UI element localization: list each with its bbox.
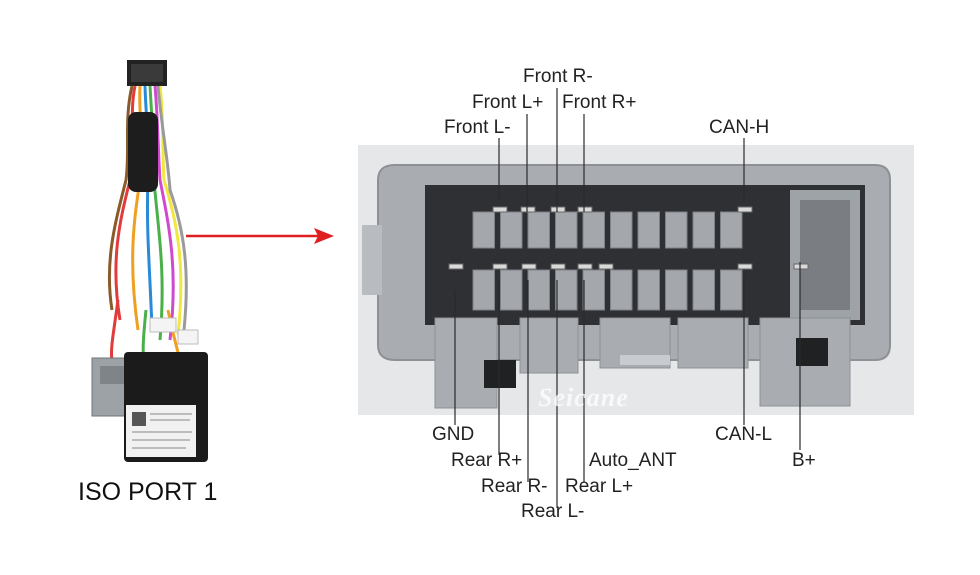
terminal-slot — [527, 269, 550, 311]
pin — [793, 263, 809, 270]
pin — [521, 263, 537, 270]
terminal-slot — [720, 211, 743, 249]
terminal-slot — [500, 211, 523, 249]
pin — [448, 263, 464, 270]
label-front-r-minus: Front R- — [523, 66, 593, 87]
iso-harness-image — [91, 60, 208, 462]
label-gnd: GND — [432, 424, 475, 445]
terminal-slot — [637, 211, 660, 249]
pointer-arrow — [186, 228, 334, 244]
terminal-slot — [610, 269, 633, 311]
label-auto-ant: Auto_ANT — [589, 450, 677, 471]
pin — [598, 263, 614, 270]
terminal-slot — [472, 269, 495, 311]
label-b-plus: B+ — [792, 450, 816, 471]
seicane-watermark: Seicane — [538, 383, 629, 412]
terminal-grid — [472, 211, 743, 311]
terminal-slot — [610, 211, 633, 249]
pin — [737, 206, 753, 213]
terminal-slot — [500, 269, 523, 311]
pin — [492, 263, 508, 270]
label-can-l: CAN-L — [715, 424, 773, 445]
pin — [492, 206, 508, 213]
terminal-slot — [582, 211, 605, 249]
pin — [550, 206, 566, 213]
terminal-slot — [527, 211, 550, 249]
label-rear-r-plus: Rear R+ — [451, 450, 523, 471]
terminal-slot — [720, 269, 743, 311]
label-can-h: CAN-H — [709, 117, 770, 138]
terminal-slot — [665, 211, 688, 249]
iso-port-caption: ISO PORT 1 — [78, 478, 218, 506]
label-front-l-minus: Front L- — [444, 117, 511, 138]
terminal-slot — [692, 269, 715, 311]
harness-sleeve — [128, 112, 158, 192]
label-rear-r-minus: Rear R- — [481, 476, 548, 497]
pin — [550, 263, 566, 270]
pin — [577, 206, 593, 213]
terminal-slot — [555, 269, 578, 311]
pin — [737, 263, 753, 270]
label-rear-l-plus: Rear L+ — [565, 476, 634, 497]
pin — [577, 263, 593, 270]
connector-photo — [358, 145, 914, 415]
pin — [520, 206, 536, 213]
label-front-l-plus: Front L+ — [472, 92, 544, 113]
terminal-slot — [637, 269, 660, 311]
terminal-slot — [692, 211, 715, 249]
connector-pins — [448, 206, 809, 270]
label-front-r-plus: Front R+ — [562, 92, 637, 113]
terminal-slot — [555, 211, 578, 249]
terminal-slot — [665, 269, 688, 311]
label-rear-l-minus: Rear L- — [521, 501, 585, 522]
leader-lines — [454, 88, 801, 508]
terminal-slot — [472, 211, 495, 249]
terminal-slot — [582, 269, 605, 311]
